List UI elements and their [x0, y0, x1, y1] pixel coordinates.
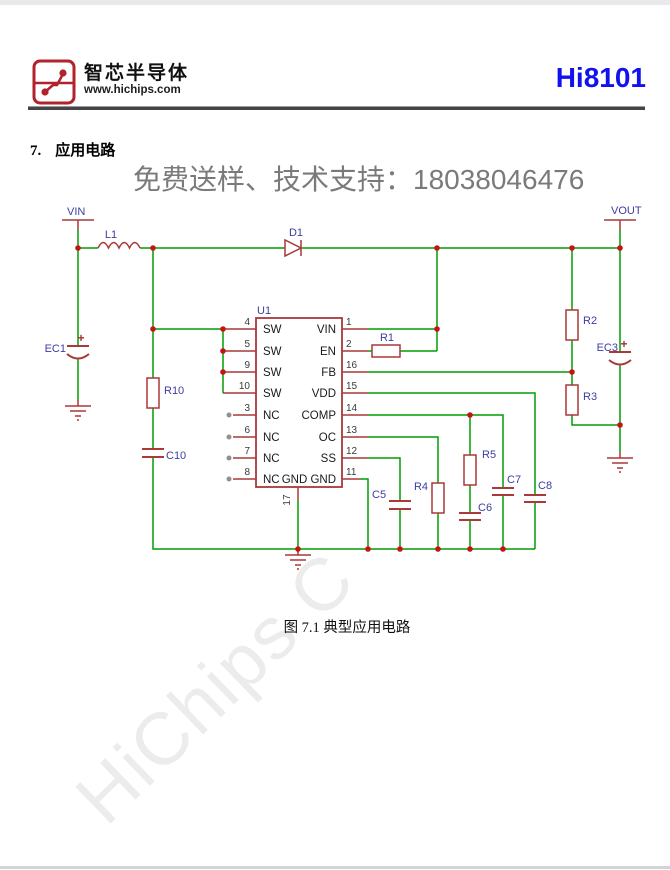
resistor-R3: R3: [565, 384, 597, 416]
pin-number: 5: [244, 339, 250, 350]
label-U1: U1: [257, 305, 271, 317]
section-heading: 7. 应用电路: [30, 139, 115, 160]
label-R2: R2: [583, 315, 597, 327]
port-vout-label: VOUT: [611, 205, 642, 217]
pin-number: 7: [244, 446, 250, 457]
bottom-bar: [0, 866, 670, 869]
pin-number: 10: [239, 381, 251, 392]
pin-name: SW: [263, 324, 282, 336]
plus-EC1: +: [77, 331, 84, 345]
port-vout: VOUT: [604, 205, 642, 230]
pin-number: 11: [346, 467, 357, 478]
resistor-R2: R2: [565, 309, 597, 341]
ic-U1: U1 4 5 9 10 3 6 7 8 SW SW SW SW NC: [223, 305, 368, 506]
pin-number: 3: [244, 403, 250, 414]
label-R10: R10: [164, 385, 184, 397]
pin-number: 13: [346, 425, 358, 436]
resistor-R5: R5: [463, 449, 496, 486]
diode-D1: D1: [284, 227, 303, 258]
ground-symbol-left: [65, 400, 91, 421]
section-number: 7.: [30, 143, 42, 159]
pin-number: 14: [346, 403, 358, 414]
wire-net: [77, 230, 621, 550]
pin-name: OC: [319, 432, 336, 444]
top-bar: [0, 0, 670, 5]
label-EC1: EC1: [45, 343, 66, 355]
pin-name: VDD: [312, 388, 336, 400]
label-EC3: EC3: [597, 342, 618, 354]
header-divider: [28, 106, 645, 110]
label-C6: C6: [478, 502, 492, 514]
brand-url: www.hichips.com: [84, 84, 181, 96]
resistor-R10: R10: [146, 377, 184, 409]
brand-name: 智芯半导体: [84, 63, 190, 84]
pin-number: 6: [244, 425, 250, 436]
capacitor-EC3: EC3 +: [597, 337, 632, 366]
label-R4: R4: [414, 481, 428, 493]
pin-name: GND GND: [282, 474, 336, 486]
ground-symbol-bottom: [285, 549, 311, 570]
figure-caption: 图 7.1 典型应用电路: [283, 620, 411, 636]
resistor-R4: R4: [414, 481, 445, 514]
label-C5: C5: [372, 489, 386, 501]
pin-name: EN: [320, 346, 336, 358]
pin-name: NC: [263, 453, 280, 465]
pin-number: 12: [346, 446, 358, 457]
pin-name: COMP: [302, 410, 337, 422]
label-R5: R5: [482, 449, 496, 461]
pin-name: NC: [263, 410, 280, 422]
brand-logo-icon: [32, 59, 76, 105]
capacitor-C6: C6: [459, 502, 492, 521]
promo-text: 免费送样、技术支持：18038046476: [133, 164, 585, 195]
capacitor-C7: C7: [492, 474, 521, 496]
pin-name: VIN: [317, 324, 336, 336]
pin-name: SW: [263, 346, 282, 358]
label-C8: C8: [538, 480, 552, 492]
port-vin-label: VIN: [67, 206, 85, 218]
pin-number: 16: [346, 360, 358, 371]
junction-dots: [75, 245, 623, 552]
capacitor-C10: C10: [142, 448, 186, 462]
pin-name: SW: [263, 367, 282, 379]
pin-number: 1: [346, 317, 352, 328]
capacitor-C8: C8: [524, 480, 552, 503]
part-number: Hi8101: [555, 62, 646, 93]
pin-name: SW: [263, 388, 282, 400]
label-R3: R3: [583, 391, 597, 403]
ground-symbol-right: [607, 452, 633, 473]
inductor-L1: L1: [97, 229, 141, 250]
capacitor-C5: C5: [372, 489, 411, 510]
pin-name: NC: [263, 432, 280, 444]
label-L1: L1: [105, 229, 117, 241]
label-C7: C7: [507, 474, 521, 486]
pin-number: 8: [244, 467, 250, 478]
port-vin: VIN: [62, 206, 94, 230]
pin-name: NC: [263, 474, 280, 486]
pin-number: 4: [244, 317, 250, 328]
pin-number: 2: [346, 339, 352, 350]
pin-name: SS: [321, 453, 337, 465]
plus-EC3: +: [620, 337, 627, 351]
pin-number: 9: [244, 360, 250, 371]
label-R1: R1: [380, 332, 394, 344]
pin-name: FB: [321, 367, 336, 379]
capacitor-EC1: EC1 +: [45, 331, 90, 360]
section-title: 应用电路: [55, 143, 116, 159]
resistor-R1: R1: [371, 332, 401, 358]
label-C10: C10: [166, 450, 186, 462]
label-D1: D1: [289, 227, 303, 239]
pin-number: 15: [346, 381, 358, 392]
pin-number-17: 17: [282, 494, 293, 506]
